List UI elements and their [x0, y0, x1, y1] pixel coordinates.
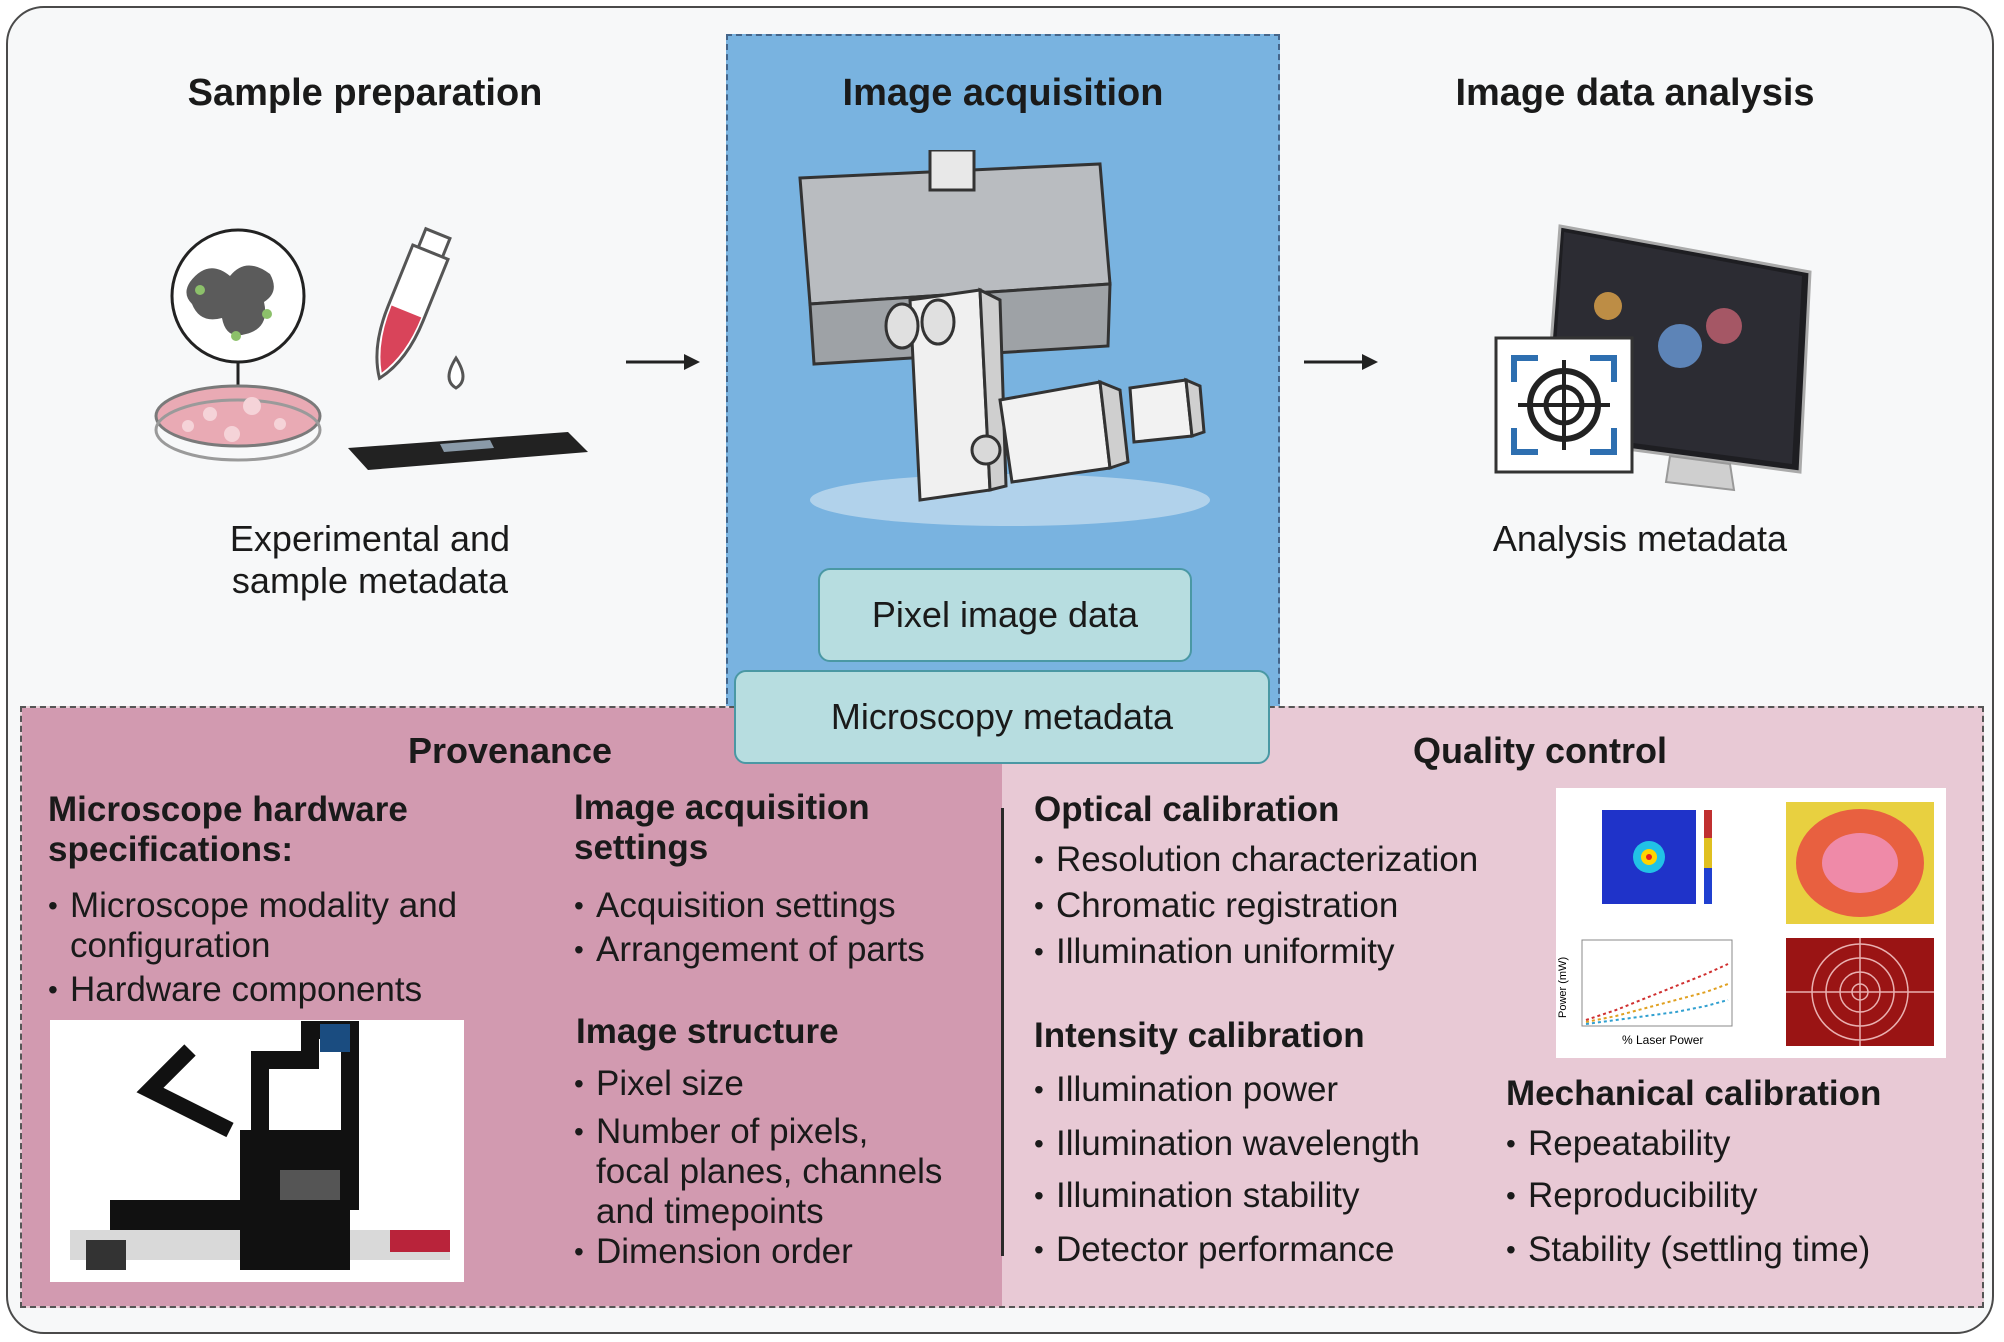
quality-control-title: Quality control	[1412, 730, 1668, 771]
list-item: Illumination wavelength	[1034, 1124, 1514, 1164]
microscopy-metadata-box: Microscopy metadata	[734, 670, 1270, 764]
list-item: Stability (settling time)	[1506, 1230, 1966, 1270]
target-icon	[1494, 336, 1634, 474]
provenance-title: Provenance	[407, 730, 613, 771]
optical-calibration-list: Resolution characterization Chromatic re…	[1034, 840, 1554, 972]
list-item: Hardware components	[48, 970, 548, 1010]
plot-y-label: Power (mW)	[1557, 957, 1569, 1018]
list-item: Pixel size	[574, 1064, 994, 1104]
list-item: Arrangement of parts	[574, 930, 994, 970]
list-item: Dimension order	[574, 1232, 994, 1272]
list-item: Number of pixels, focal planes, channels…	[574, 1112, 994, 1232]
list-item: Resolution characterization	[1034, 840, 1554, 880]
sample-preparation-title: Sample preparation	[187, 72, 543, 114]
microscope-illustration	[798, 150, 1210, 526]
acquisition-settings-list: Acquisition settings Arrangement of part…	[574, 886, 994, 970]
sample-preparation-illustration	[154, 226, 588, 470]
image-structure-list: Pixel size Number of pixels, focal plane…	[574, 1064, 994, 1272]
list-item: Acquisition settings	[574, 886, 994, 926]
power-plot	[1581, 939, 1733, 1027]
list-item: Illumination uniformity	[1034, 932, 1554, 972]
list-item: Reproducibility	[1506, 1176, 1966, 1216]
calibration-images: Power (mW) % Laser Power	[1556, 788, 1946, 1058]
arrow-right-icon	[626, 354, 700, 370]
list-item: Detector performance	[1034, 1230, 1514, 1270]
list-item: Illumination power	[1034, 1070, 1514, 1110]
plot-x-label: % Laser Power	[1622, 1033, 1703, 1047]
optical-calibration-title: Optical calibration	[1034, 790, 1340, 829]
hardware-specs-title: Microscope hardware specifications:	[48, 790, 408, 869]
section-divider	[1001, 808, 1004, 1256]
image-structure-title: Image structure	[576, 1012, 839, 1051]
pixel-image-data-box: Pixel image data	[818, 568, 1192, 662]
arrow-right-icon	[1304, 354, 1378, 370]
list-item: Illumination stability	[1034, 1176, 1514, 1216]
mechanical-calibration-list: Repeatability Reproducibility Stability …	[1506, 1124, 1966, 1270]
intensity-calibration-list: Illumination power Illumination waveleng…	[1034, 1070, 1514, 1270]
list-item: Repeatability	[1506, 1124, 1966, 1164]
mechanical-calibration-title: Mechanical calibration	[1506, 1074, 1882, 1113]
analysis-metadata-caption: Analysis metadata	[1492, 518, 1788, 559]
acquisition-settings-title: Image acquisition settings	[574, 788, 870, 867]
microscope-hardware-photo	[50, 1020, 464, 1282]
image-acquisition-title: Image acquisition	[842, 72, 1164, 114]
list-item: Chromatic registration	[1034, 886, 1554, 926]
image-data-analysis-title: Image data analysis	[1455, 72, 1815, 114]
sample-metadata-caption: Experimental and sample metadata	[229, 518, 511, 601]
intensity-calibration-title: Intensity calibration	[1034, 1016, 1365, 1055]
